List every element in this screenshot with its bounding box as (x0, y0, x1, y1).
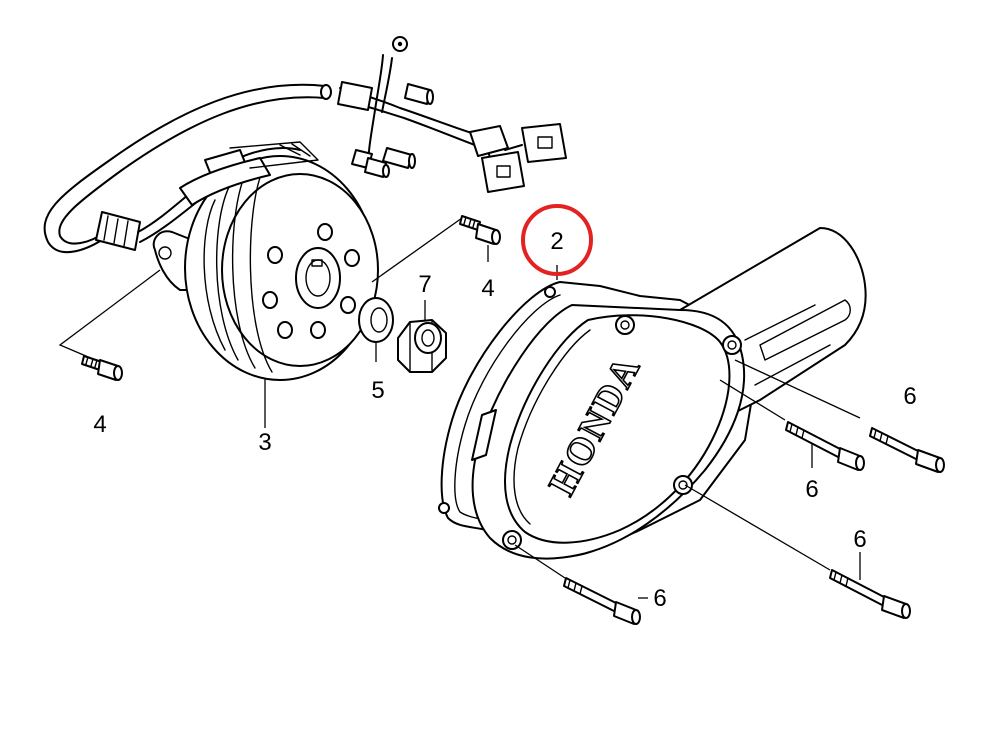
engine-cover: HONDA (471, 227, 867, 560)
bolt-6d (514, 544, 648, 625)
bolt-6c (684, 484, 911, 619)
stator-hub (295, 247, 341, 309)
callout-bolt-c: 6 (853, 526, 866, 553)
bolt-6b (719, 379, 865, 471)
callout-bolt-d: 6 (653, 585, 666, 612)
connector-c (481, 151, 525, 193)
callout-bolt-right: 4 (481, 275, 494, 302)
callout-gasket: 2 (550, 228, 563, 255)
flange-nut (397, 300, 447, 373)
bolt-right (371, 215, 501, 283)
bolt-6a (734, 359, 945, 473)
bolt-left (58, 269, 161, 381)
wire-end-ellipse (320, 84, 332, 100)
wire-grommet (95, 211, 141, 251)
connector-b (521, 123, 567, 163)
connector-a (469, 125, 509, 157)
callout-nut: 7 (418, 271, 431, 298)
callout-washer: 5 (371, 377, 384, 404)
callout-stator: 3 (258, 429, 271, 456)
callout-bolt-a: 6 (903, 383, 916, 410)
stator-assembly (152, 141, 379, 381)
washer (358, 297, 394, 362)
highlight-circle (521, 204, 593, 276)
callout-bolt-b: 6 (805, 476, 818, 503)
callout-bolt-left: 4 (93, 411, 106, 438)
